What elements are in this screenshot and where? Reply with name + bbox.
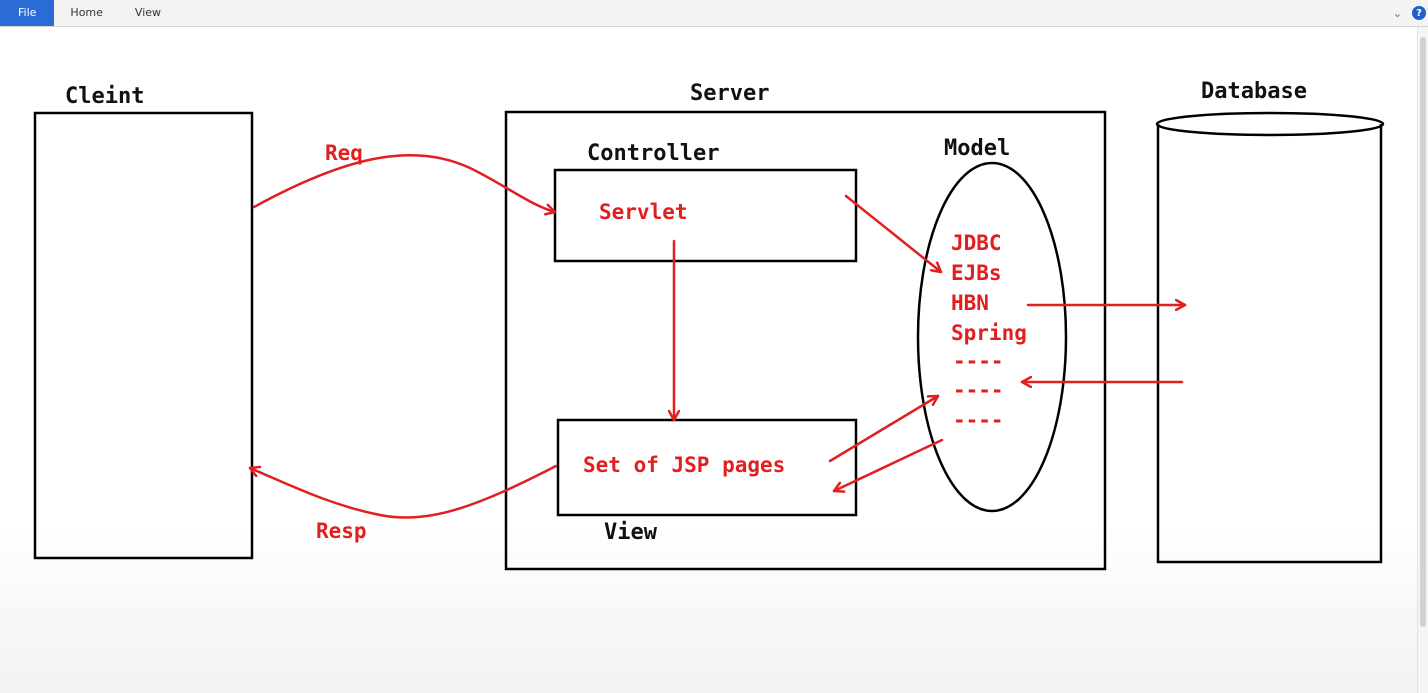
tab-file[interactable]: File	[0, 0, 55, 26]
ribbon-controls: ⌄ ?	[1393, 0, 1428, 26]
database-cylinder-top	[1155, 111, 1385, 137]
model-ellipse	[916, 161, 1068, 513]
scrollbar-thumb[interactable]	[1420, 37, 1426, 627]
model-item-jdbc: JDBC	[951, 231, 1002, 255]
model-item-placeholder-2: ----	[953, 378, 1004, 402]
ribbon: File Home View ⌄ ?	[0, 0, 1428, 27]
jsp-label: Set of JSP pages	[583, 453, 785, 477]
server-label: Server	[690, 81, 769, 106]
request-arrow	[252, 153, 557, 212]
model-item-ejbs: EJBs	[951, 261, 1002, 285]
servlet-label: Servlet	[599, 200, 688, 224]
model-to-view-arrow	[832, 438, 944, 491]
model-item-placeholder-1: ----	[953, 349, 1004, 373]
model-item-spring: Spring	[951, 321, 1027, 345]
server-box	[504, 110, 1107, 571]
model-label: Model	[944, 136, 1010, 161]
tab-home[interactable]: Home	[70, 6, 103, 19]
client-label: Cleint	[65, 84, 144, 109]
database-label: Database	[1201, 79, 1307, 104]
resp-label: Resp	[316, 519, 367, 543]
servlet-to-model-arrow	[844, 194, 943, 274]
help-icon[interactable]: ?	[1412, 6, 1426, 20]
database-cylinder-body	[1156, 124, 1383, 564]
vertical-scrollbar[interactable]	[1417, 27, 1428, 693]
model-item-placeholder-3: ----	[953, 408, 1004, 432]
chevron-down-icon[interactable]: ⌄	[1392, 6, 1402, 20]
response-arrow	[248, 464, 558, 519]
view-label: View	[604, 520, 658, 545]
model-item-hbn: HBN	[951, 291, 989, 315]
req-label: Req	[325, 141, 363, 165]
controller-label: Controller	[587, 141, 719, 166]
tab-view[interactable]: View	[134, 6, 162, 19]
view-box	[556, 418, 858, 517]
view-to-model-arrow	[828, 394, 940, 463]
drawing-canvas[interactable]	[0, 27, 1428, 693]
client-box	[33, 111, 254, 560]
